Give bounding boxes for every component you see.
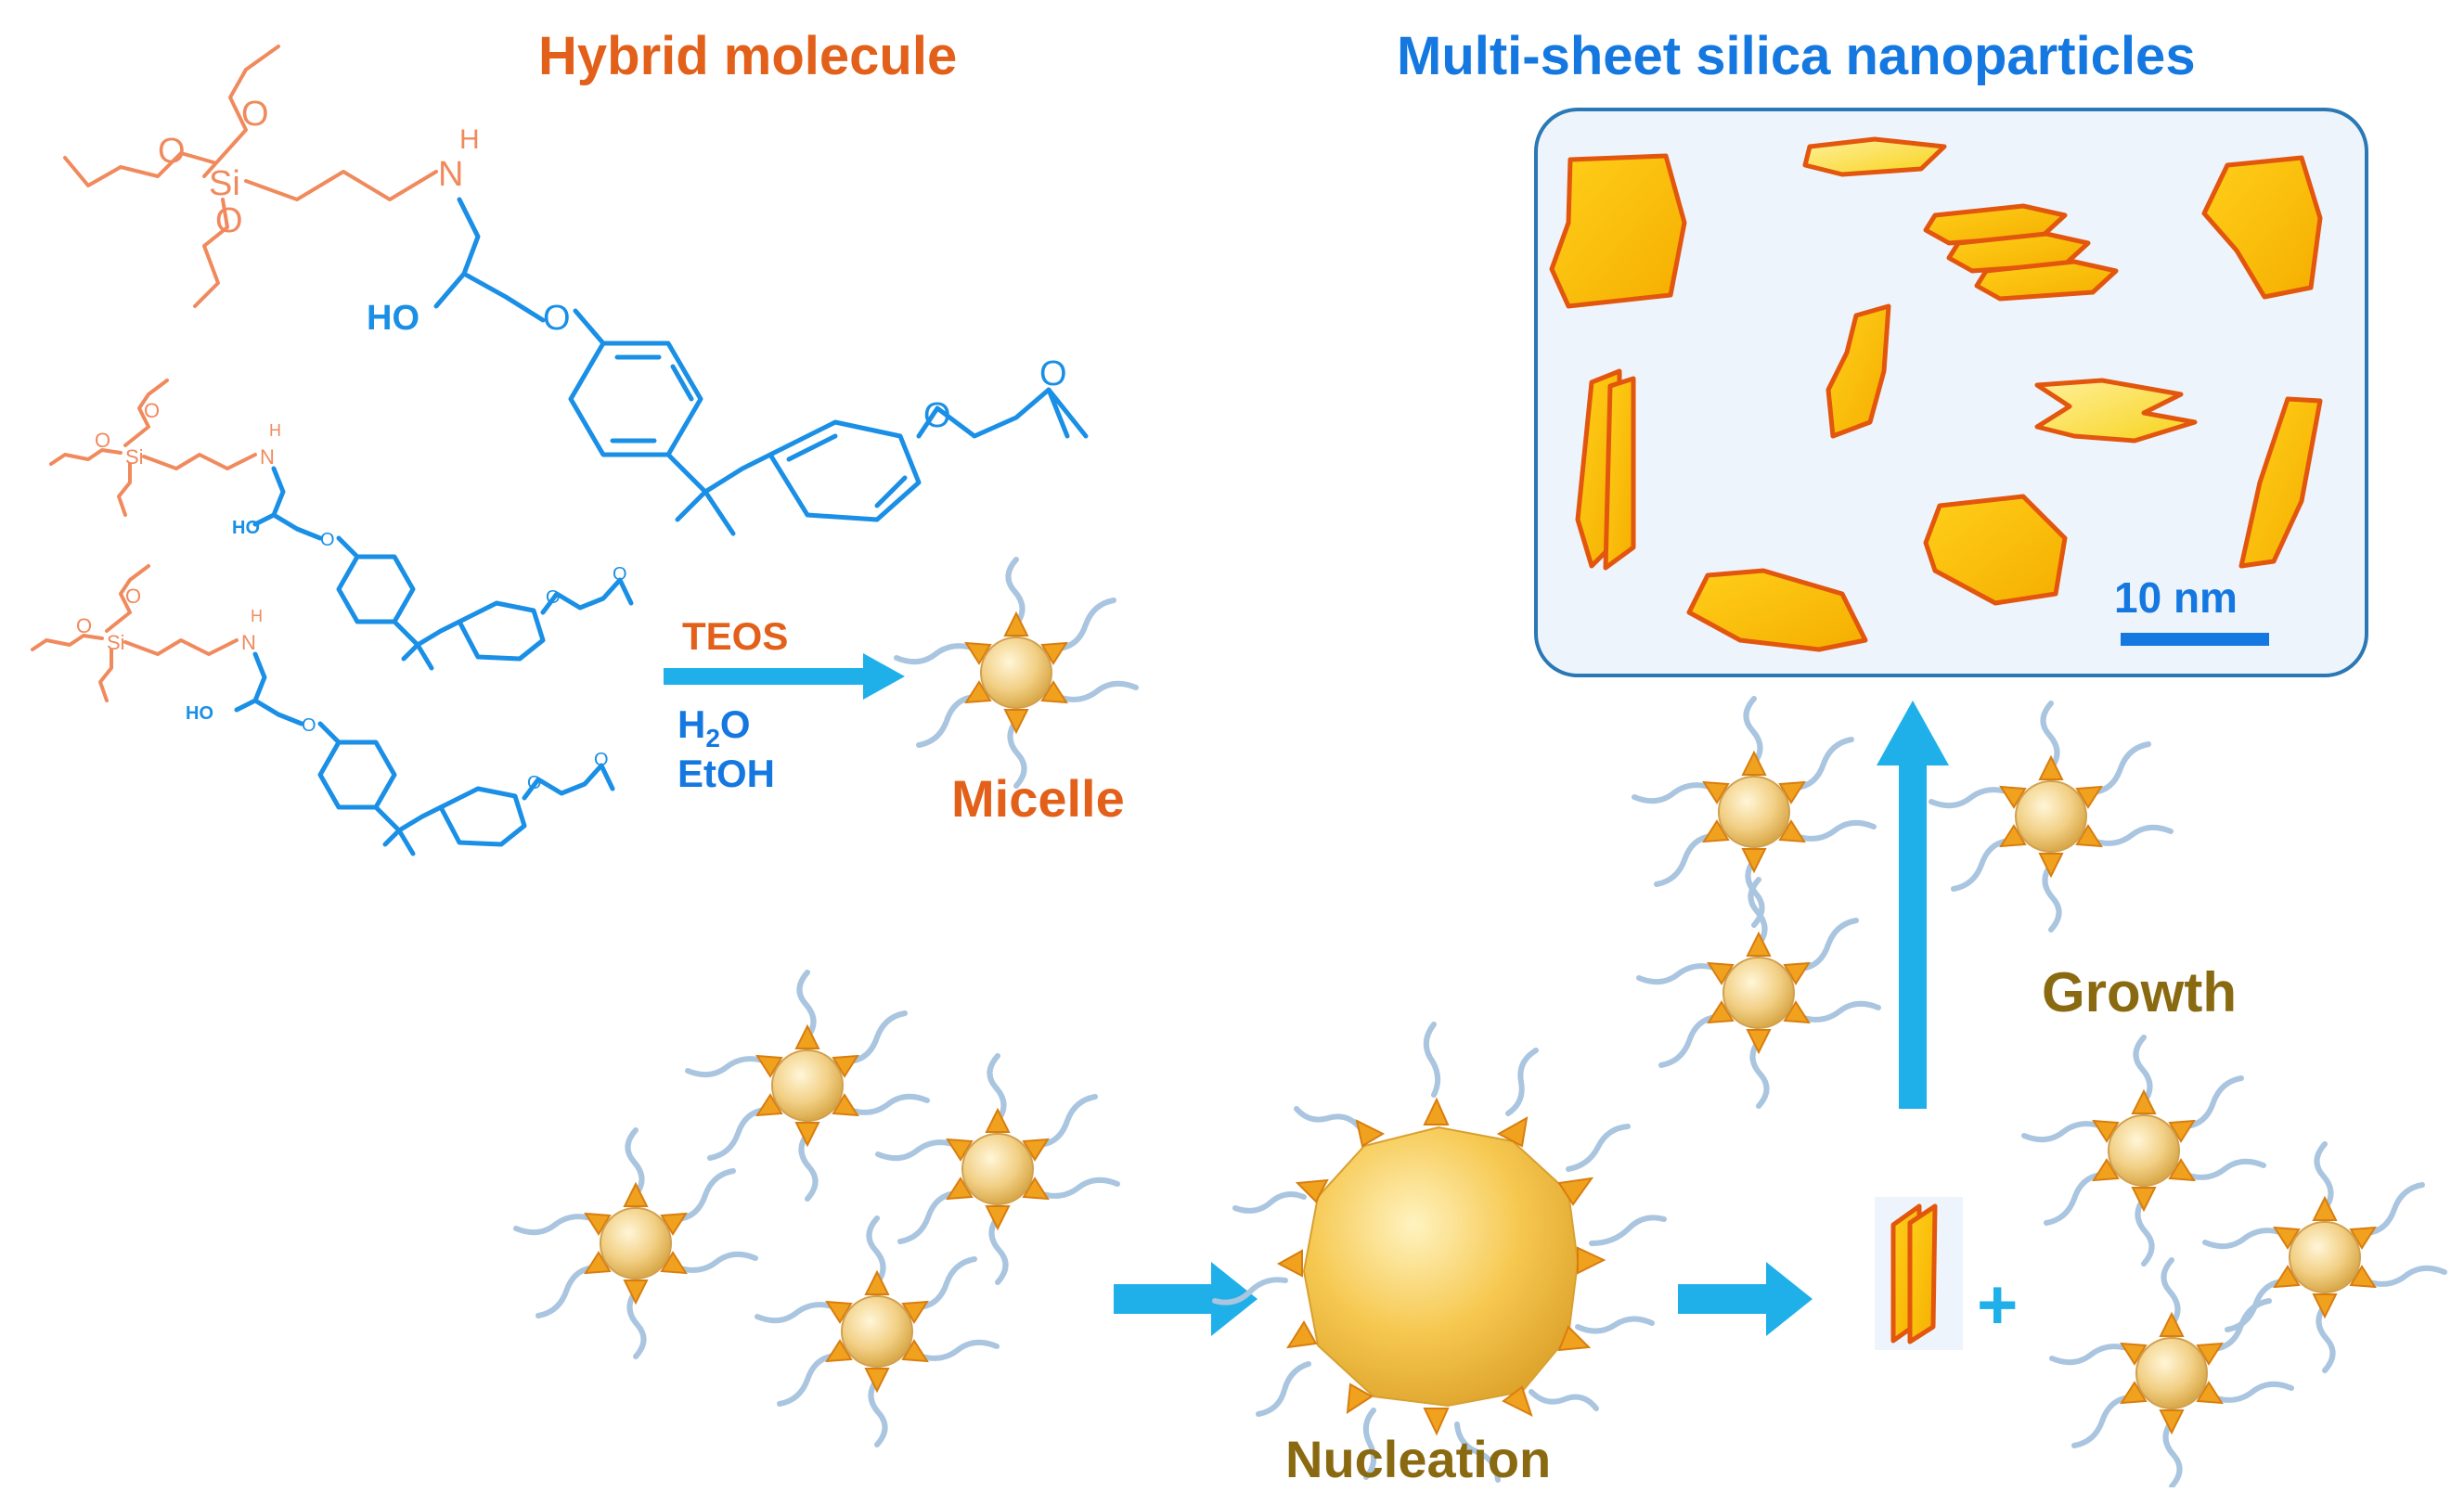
atom-o-top: O <box>241 95 269 134</box>
growth-label: Growth <box>2042 961 2237 1023</box>
reagent-h2o: H2O <box>677 702 751 752</box>
atom-o-s2a: O <box>125 585 141 608</box>
small-sheet <box>1875 1197 1963 1350</box>
atom-o-s1d: O <box>546 587 561 608</box>
reagent-etoh: EtOH <box>677 752 775 795</box>
atom-si-s2: Si <box>107 631 125 654</box>
atom-o-epoxide: O <box>1039 354 1067 393</box>
nucleation-particle <box>1212 1022 1667 1483</box>
atom-h-s1: H <box>269 421 281 440</box>
atom-o-ether2: O <box>923 396 951 435</box>
nucleation-label: Nucleation <box>1285 1430 1551 1487</box>
hybrid-molecule-large: O O Si O N H HO O O O <box>63 45 1089 536</box>
micelle-label: Micelle <box>951 769 1125 828</box>
arrow-to-sheet <box>1678 1262 1813 1336</box>
atom-o-s2e: O <box>594 750 609 770</box>
atom-o-s2b: O <box>76 614 92 637</box>
atom-o-s1a: O <box>144 399 160 422</box>
atom-o-ether1: O <box>543 299 571 338</box>
arrow-to-nucleation <box>1114 1262 1258 1336</box>
reagent-teos: TEOS <box>682 614 788 658</box>
micelle-cluster <box>516 972 1117 1445</box>
scale-bar-label: 10 nm <box>2114 573 2238 622</box>
multi-sheet-title: Multi-sheet silica nanoparticles <box>1397 26 2196 86</box>
growth-arrow <box>1877 701 1949 1109</box>
atom-si: Si <box>209 164 240 203</box>
reaction-arrow <box>664 653 905 700</box>
atom-h: H <box>459 124 480 155</box>
hybrid-molecule-small-1: O O Si N H HO O O O <box>49 379 634 671</box>
atom-ho-s2: HO <box>186 703 213 724</box>
atom-n: N <box>438 155 463 194</box>
micelles-growth <box>1634 699 2445 1486</box>
hybrid-molecule-title: Hybrid molecule <box>538 26 957 86</box>
atom-h-s2: H <box>251 607 263 625</box>
micelle-illustration <box>897 560 1136 786</box>
atom-o-s1e: O <box>613 564 627 585</box>
plus-sign: + <box>1977 1266 2018 1344</box>
atom-o-s2d: O <box>527 773 542 793</box>
atom-o-s2c: O <box>302 715 316 736</box>
atom-o-bottom: O <box>215 201 243 240</box>
atom-ho-s1: HO <box>232 518 260 538</box>
atom-o-left: O <box>158 132 186 171</box>
atom-o-s1b: O <box>95 429 110 452</box>
atom-n-s1: N <box>260 445 275 469</box>
scale-bar <box>2121 633 2269 646</box>
atom-si-s1: Si <box>125 445 144 469</box>
atom-ho: HO <box>367 299 419 338</box>
atom-o-s1c: O <box>320 530 335 550</box>
hybrid-molecule-small-2: O O Si N H HO O O O <box>31 564 615 856</box>
atom-n-s2: N <box>241 631 256 654</box>
nanoparticle-panel: 10 nm <box>1534 108 2368 677</box>
